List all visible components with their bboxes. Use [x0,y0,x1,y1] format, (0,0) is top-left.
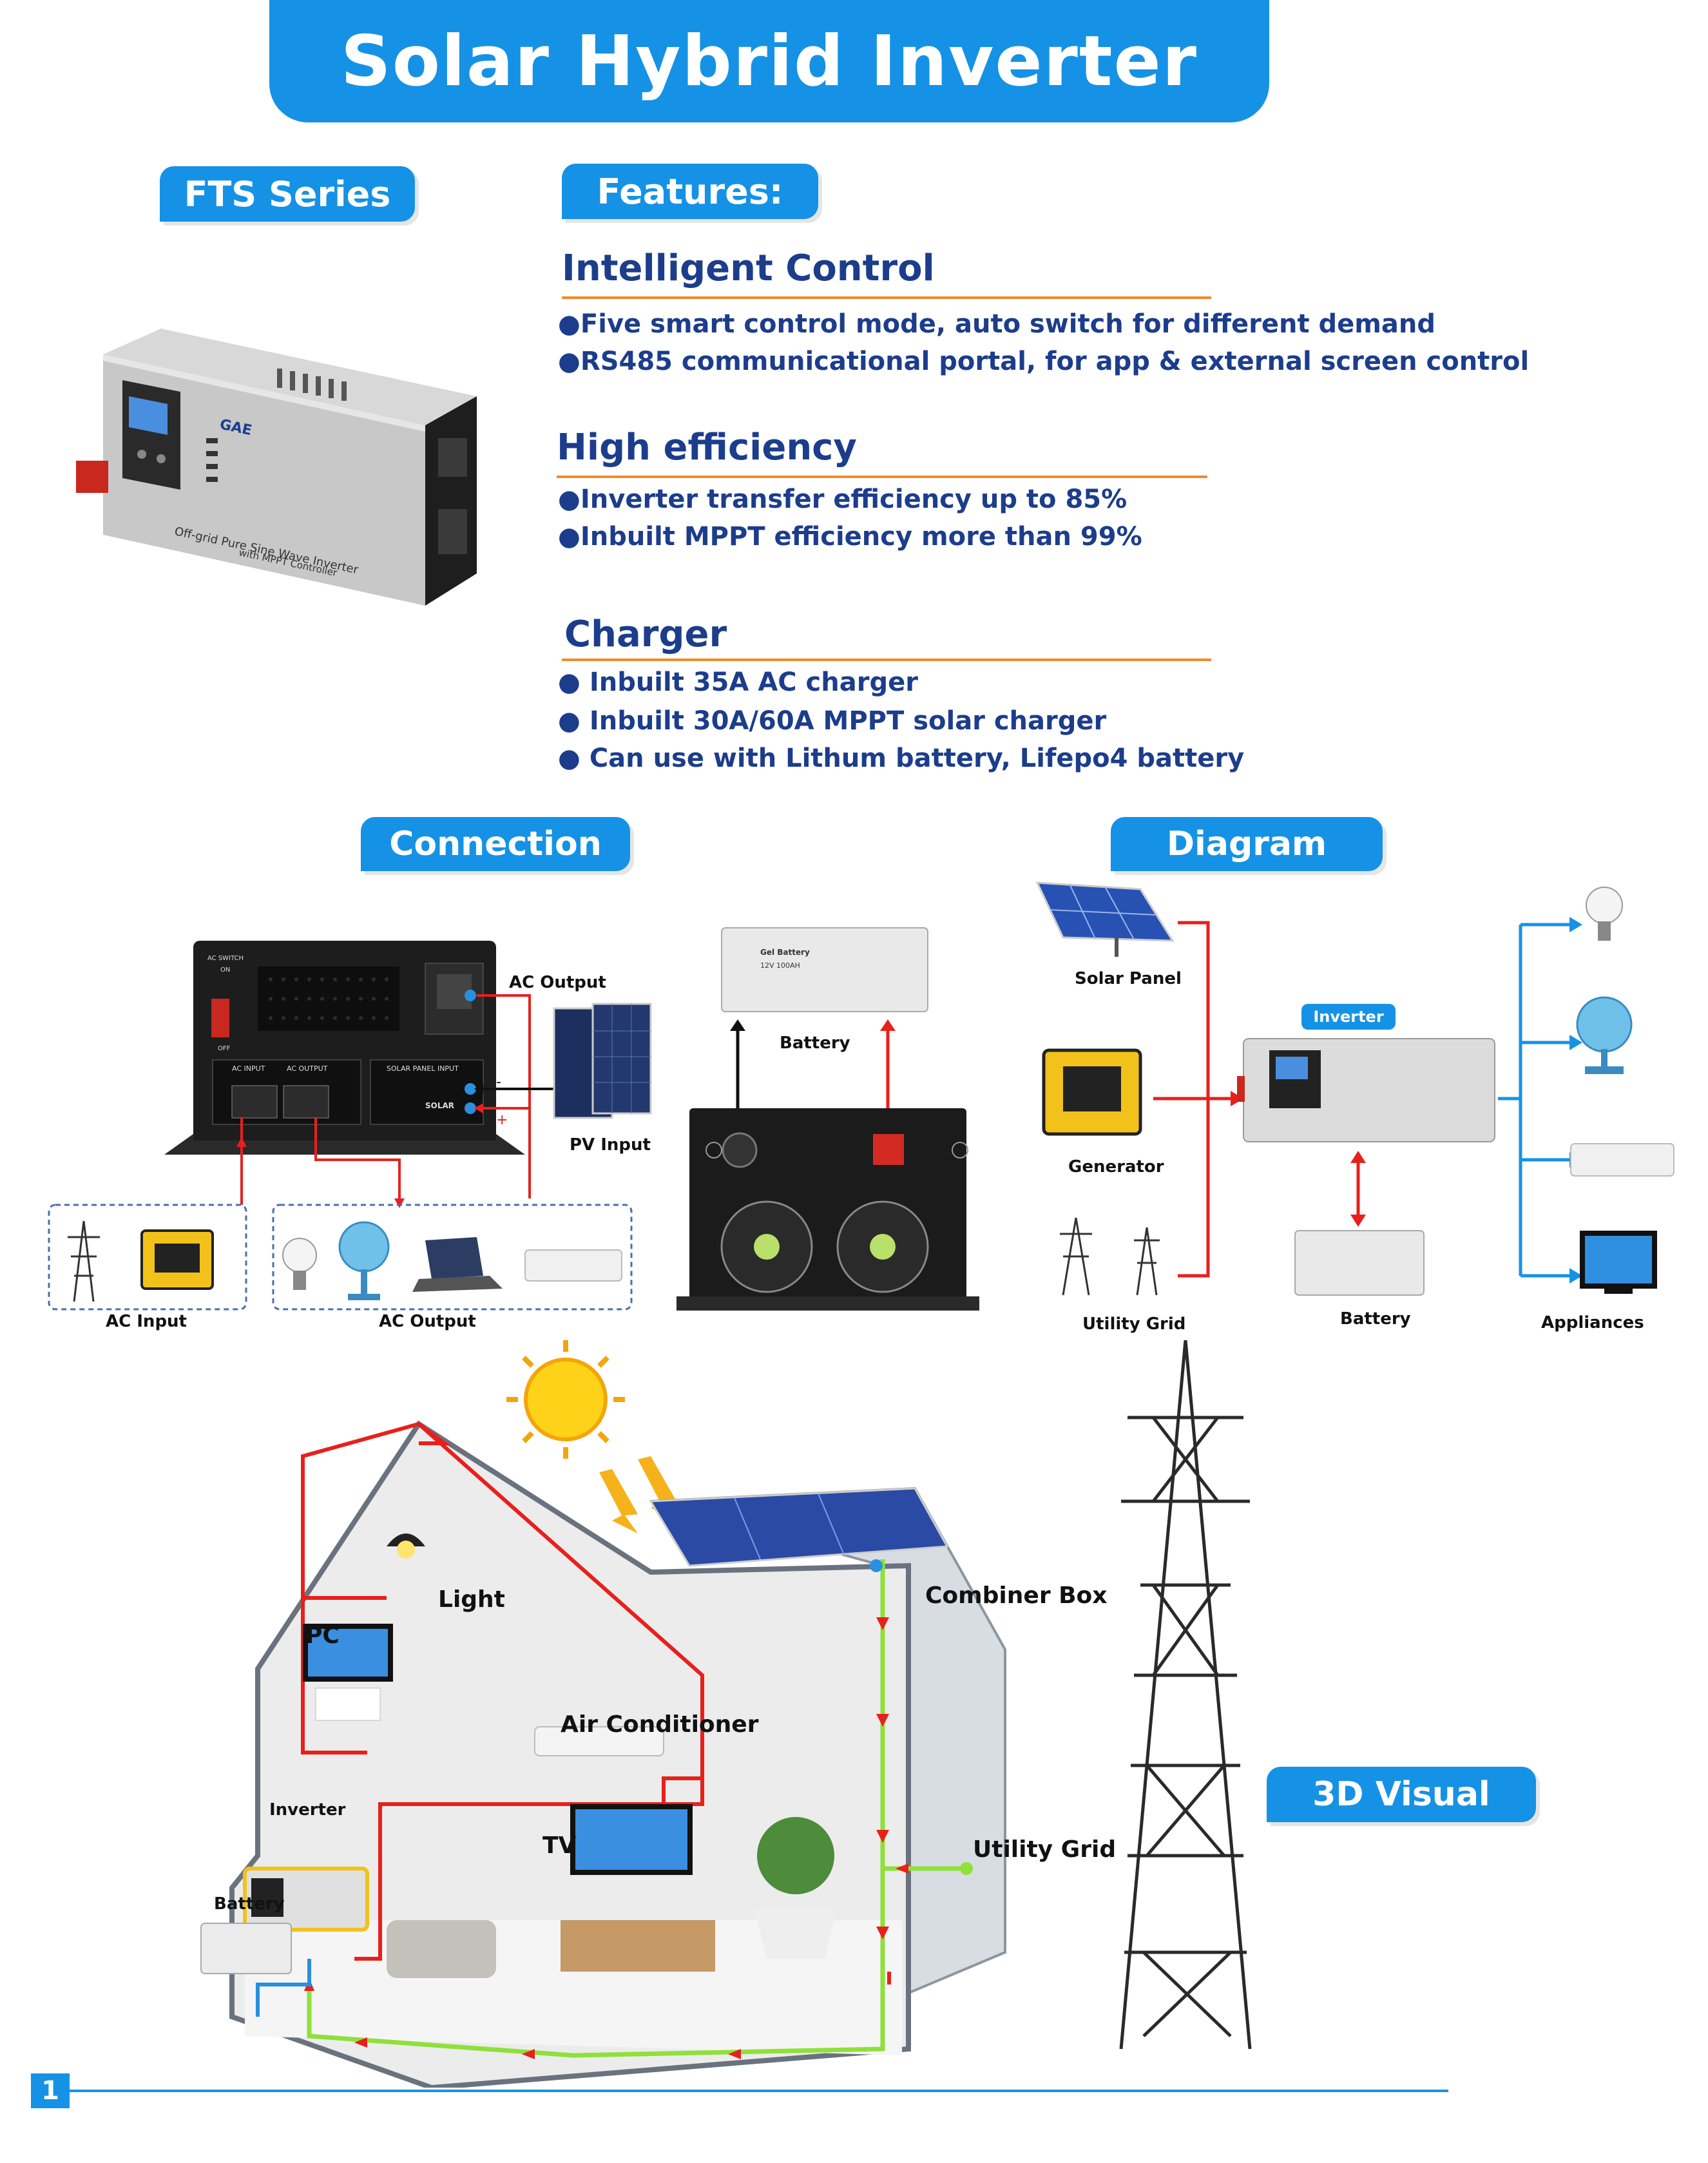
inverter-side-fans [676,1108,979,1311]
battery-image: Gel Battery 12V 100AH [721,927,928,1012]
panel-ac-output-text: AC OUTPUT [287,1064,328,1073]
air-conditioner-icon [534,1726,664,1756]
feature-item: ● Inbuilt 35A AC charger [558,668,918,697]
combiner-box-label: Combiner Box [925,1582,1108,1609]
battery-spec-text: 12V 100AH [760,961,800,970]
fan-icon [1576,996,1633,1074]
feature-item: ●Inbuilt MPPT efficiency more than 99% [558,522,1142,552]
battery-title-text: Gel Battery [760,948,810,957]
title-banner: Solar Hybrid Inverter [269,0,1269,122]
inverter-icon [1237,1038,1495,1142]
tv-stand-icon [561,1920,715,1972]
off-text: OFF [218,1045,231,1052]
air-conditioner-label: Air Conditioner [561,1711,759,1738]
inverter-badge [1301,1004,1396,1030]
battery-icon [200,1923,292,1974]
feature-rule-1 [562,296,1211,299]
utility-grid-label: Utility Grid [1082,1314,1186,1334]
page-number-text: 1 [41,2076,59,2106]
pv-panels [553,1003,652,1119]
connection-pill: Connection [361,817,630,871]
battery-label: Battery [780,1033,850,1053]
feature-item: ● Can use with Lithum battery, Lifepo4 b… [558,744,1245,773]
transmission-tower-icon [1119,1340,1252,2050]
solar-text: SOLAR [425,1101,454,1110]
house-inverter-label: Inverter [269,1800,346,1820]
solar-panel-label: Solar Panel [1075,969,1182,988]
light-label: Light [438,1586,505,1613]
feature-heading-efficiency: High efficiency [557,427,857,468]
sofa-icon [387,1920,496,1978]
generator-label: Generator [1068,1157,1164,1177]
feature-rule-2 [557,476,1207,478]
air-conditioner-icon [1570,1143,1674,1177]
generator-icon [140,1229,214,1290]
series-pill: FTS Series [160,166,415,222]
diagram-pill: Diagram [1111,817,1383,871]
feature-item: ●RS485 communicational portal, for app &… [558,347,1530,376]
solar-panel-icon [1035,881,1175,957]
feature-heading-intelligent: Intelligent Control [562,247,935,289]
battery-icon [1294,1230,1425,1296]
diagram-label: Diagram [1166,825,1327,863]
ac-input-group-label: AC Input [106,1312,187,1331]
features-pill: Features: [562,164,818,219]
page-title: Solar Hybrid Inverter [340,21,1198,102]
page-number: 1 [31,2073,70,2108]
bulb-icon [1586,887,1623,941]
ac-output-group-label: AC Output [379,1312,476,1331]
tv-icon [570,1804,693,1875]
pylon-icon [68,1220,100,1302]
plant-icon [754,1817,838,1959]
pc-label: PC [305,1622,340,1649]
light-icon [387,1533,425,1559]
pc-icon [303,1624,393,1721]
series-label: FTS Series [184,173,391,215]
bulb-icon [282,1238,317,1290]
house-3d-visual [200,1340,1252,2088]
visual-pill: 3D Visual [1267,1767,1536,1822]
feature-rule-3 [562,659,1211,661]
feature-heading-charger: Charger [564,613,727,655]
footer-rule [70,2090,1448,2092]
sun-icon [506,1340,625,1459]
laptop-icon [412,1237,503,1292]
product-inverter-image: Off-grid Pure Sine Wave Inverter with MP… [76,329,477,606]
panel-solar-text: SOLAR PANEL INPUT [387,1064,459,1073]
feature-item: ●Five smart control mode, auto switch fo… [558,309,1436,339]
appliances-label: Appliances [1541,1313,1644,1332]
features-label: Features: [597,171,783,212]
connection-diagram: AC SWITCH ON OFF AC INPUT AC OUTPUT SOLA… [48,927,979,1311]
tv-label: TV [542,1832,577,1859]
house-battery-label: Battery [214,1894,285,1914]
utility-grid-icon [1060,1217,1160,1296]
svg-text:+: + [496,1112,508,1128]
pv-input-label: PV Input [570,1135,651,1155]
panel-ac-input-text: AC INPUT [232,1064,265,1073]
visual-label: 3D Visual [1312,1775,1490,1814]
ac-switch-text: AC SWITCH [207,955,244,962]
tv-icon [1580,1231,1657,1294]
system-diagram: Inverter [1035,881,1674,1296]
feature-item: ●Inverter transfer efficiency up to 85% [558,485,1127,514]
on-text: ON [220,966,230,974]
inverter-back-panel: AC SWITCH ON OFF AC INPUT AC OUTPUT SOLA… [164,941,525,1155]
inverter-icon [243,1867,369,1932]
air-conditioner-icon [524,1249,622,1282]
connection-label: Connection [389,825,602,863]
ac-output-label: AC Output [509,973,606,992]
inverter-badge-text: Inverter [1313,1008,1384,1026]
svg-text:-: - [496,1074,501,1090]
fan-icon [338,1221,390,1300]
feature-item: ● Inbuilt 30A/60A MPPT solar charger [558,706,1107,736]
diagram-battery-label: Battery [1340,1309,1411,1329]
utility-grid-3d-label: Utility Grid [973,1836,1117,1863]
generator-icon [1042,1048,1142,1136]
